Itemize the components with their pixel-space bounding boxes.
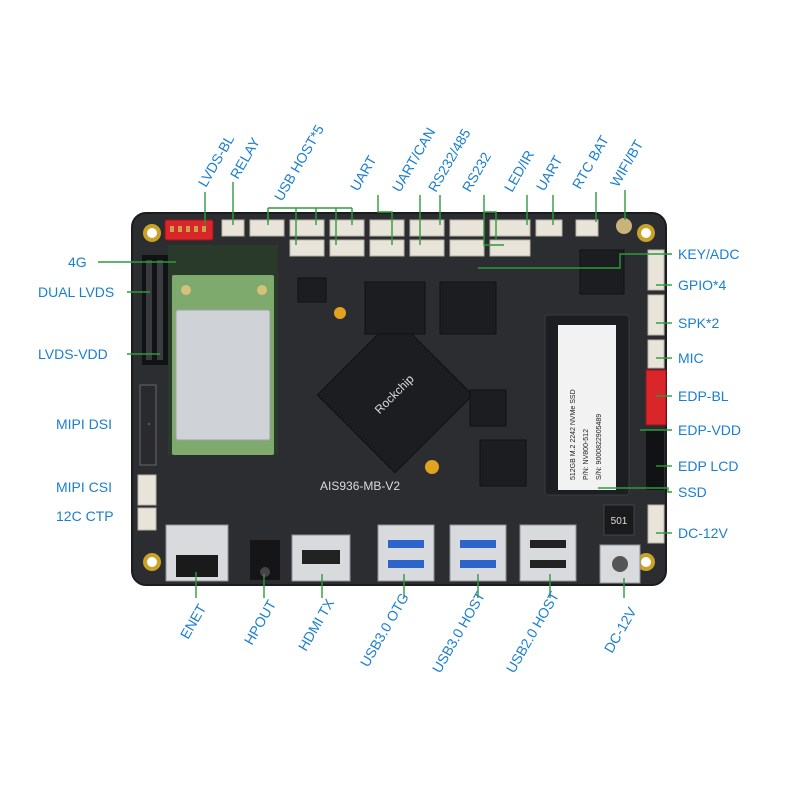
spk-connector: [647, 339, 665, 369]
label-hpout: HPOUT: [241, 597, 280, 648]
label-edp-lcd: EDP LCD: [678, 458, 738, 474]
label-usb20-host: USB2.0 HOST: [503, 588, 563, 675]
ctp-connector: [137, 507, 157, 531]
label-mipi-dsi: MIPI DSI: [56, 416, 112, 432]
ssd-label-line2: P/N: NV800-512: [583, 429, 590, 480]
lte-module-shield: [175, 309, 271, 441]
pcb-board: Rockchip AIS936-MB-V2 512GB M.2 2242 NVM…: [131, 212, 667, 586]
label-uart-2: UART: [533, 152, 566, 193]
dual-lvds-header: [142, 255, 168, 365]
label-spk2: SPK*2: [678, 315, 719, 331]
edp-lcd-header: [646, 430, 664, 490]
mipi-csi-connector: [137, 474, 157, 506]
ram-chip-2: [439, 281, 497, 335]
wifi-antenna-connector: [616, 218, 632, 234]
usb30-otg-port: [377, 524, 435, 582]
inductor-mark: 501: [611, 516, 628, 527]
label-usb30-otg: USB3.0 OTG: [357, 590, 412, 669]
ssd-label-line3: S/N: 9000822905489: [596, 414, 603, 480]
key-adc-connector: [647, 249, 665, 291]
board-silkscreen: AIS936-MB-V2: [320, 479, 400, 493]
usb30-host-port: [449, 524, 507, 582]
label-hdmi-tx: HDMI TX: [295, 595, 338, 653]
nvme-ssd: 512GB M.2 2242 NVMe SSD P/N: NV800-512 S…: [544, 314, 630, 496]
ssd-label-line1: 512GB M.2 2242 NVMe SSD: [570, 389, 577, 480]
label-gpio4: GPIO*4: [678, 277, 726, 293]
usb20-host-port: [519, 524, 577, 582]
inductor: [603, 504, 635, 536]
label-usb-host5: USB HOST*5: [271, 122, 327, 204]
leader-rs232: [483, 195, 504, 246]
label-mipi-csi: MIPI CSI: [56, 479, 112, 495]
label-edp-bl: EDP-BL: [678, 388, 729, 404]
label-edp-vdd: EDP-VDD: [678, 422, 741, 438]
leader-key-adc: [478, 253, 672, 269]
edp-bl-connector: [645, 369, 667, 426]
label-rtc-bat: RTC BAT: [569, 132, 612, 191]
label-dual-lvds: DUAL LVDS: [38, 284, 114, 300]
label-4g: 4G: [68, 254, 87, 270]
soc-chip: Rockchip: [316, 316, 474, 474]
label-wifi-bt: WIFI/BT: [607, 137, 647, 190]
gpio-connector: [647, 294, 665, 336]
dc-12v-right-connector: [647, 504, 665, 544]
leader-uart-1: [377, 195, 393, 245]
mounting-holes: [143, 224, 655, 571]
ram-chip-1: [364, 281, 426, 335]
label-lvds-vdd: LVDS-VDD: [38, 346, 108, 362]
label-rs232: RS232: [459, 149, 494, 194]
mipi-dsi-connector: [139, 384, 157, 466]
rtc-bat-connector: [575, 219, 599, 237]
label-key-adc: KEY/ADC: [678, 246, 739, 262]
label-ssd: SSD: [678, 484, 707, 500]
label-dc12v-right: DC-12V: [678, 525, 728, 541]
label-usb30-host: USB3.0 HOST: [429, 588, 489, 675]
label-led-ir: LED/IR: [501, 147, 537, 194]
top-connector-row: [221, 218, 632, 257]
label-dc12v-bottom: DC-12V: [601, 604, 640, 656]
label-ctp: 12C CTP: [56, 508, 114, 524]
wifi-module: [579, 249, 625, 295]
leader-usb-host5: [267, 207, 353, 245]
leader-lines: [98, 182, 672, 598]
label-lvds-bl: LVDS-BL: [195, 132, 238, 190]
bottom-port-row: [165, 524, 641, 584]
label-enet: ENET: [177, 601, 210, 642]
leader-ssd: [598, 487, 672, 493]
label-uart-1: UART: [347, 152, 380, 193]
label-mic: MIC: [678, 350, 704, 366]
